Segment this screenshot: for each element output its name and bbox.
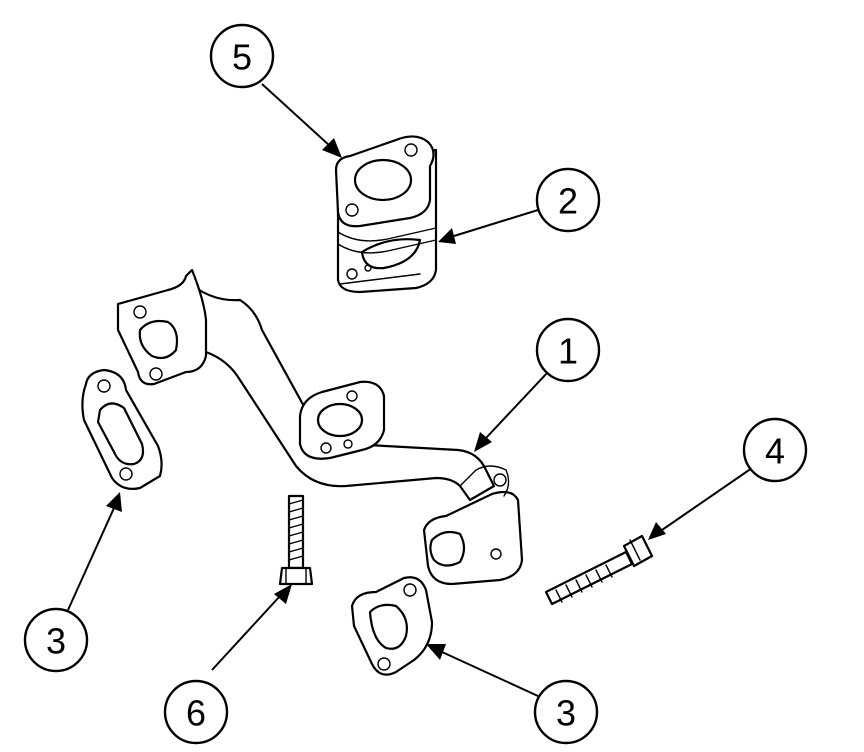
leader-lines — [67, 83, 753, 697]
callout-5: 5 — [209, 23, 275, 89]
callout-3-right: 3 — [533, 679, 599, 745]
callout-3-left-label: 3 — [46, 621, 66, 662]
callout-1: 1 — [535, 317, 601, 383]
short-bolt-part — [278, 494, 314, 586]
intake-manifold-part — [116, 268, 524, 586]
long-stud-part — [544, 534, 654, 606]
callout-5-label: 5 — [232, 37, 252, 78]
callout-3-right-label: 3 — [556, 693, 576, 734]
callout-4-label: 4 — [765, 431, 785, 472]
callout-3-left: 3 — [23, 607, 89, 673]
callout-4: 4 — [742, 417, 808, 483]
callout-6-label: 6 — [186, 693, 206, 734]
gasket-right-part — [350, 576, 434, 676]
gasket-left-part — [81, 368, 163, 490]
callout-2: 2 — [535, 167, 601, 233]
callout-6: 6 — [163, 679, 229, 745]
carburetor-spacer-part — [334, 135, 438, 294]
callout-2-label: 2 — [558, 181, 578, 222]
callout-1-label: 1 — [558, 331, 578, 372]
